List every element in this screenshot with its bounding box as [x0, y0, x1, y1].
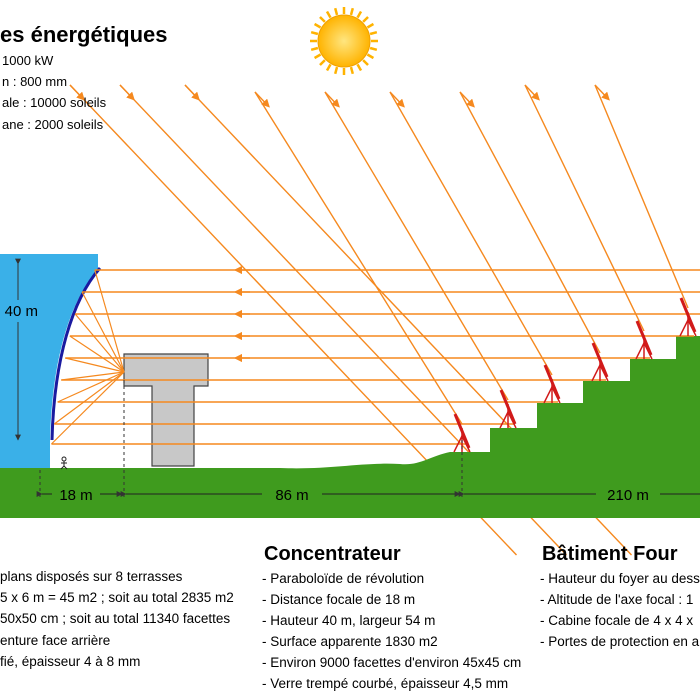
sun-spike — [313, 53, 322, 60]
concentrated-ray — [69, 335, 125, 373]
concentrated-ray — [61, 371, 125, 381]
batiment-line-2: - Altitude de l'axe focal : 1 — [540, 592, 694, 607]
heliostat-line-2: 5 x 6 m = 45 m2 ; soit au total 2835 m2 — [0, 590, 234, 605]
sun-spike — [325, 10, 332, 19]
incident-ray-arrow — [184, 84, 200, 101]
concentrateur-line-2: - Distance focale de 18 m — [262, 592, 416, 607]
energy-line-2: n : 800 mm — [2, 74, 68, 89]
parabolic-mirror — [50, 267, 102, 441]
sun-spike — [319, 59, 326, 66]
heliostat-leg — [643, 342, 653, 360]
incident-ray — [524, 84, 645, 332]
heliostat-leg — [635, 342, 645, 360]
concentrated-ray — [51, 371, 125, 445]
sun-spike — [310, 30, 319, 36]
incident-ray-arrow — [594, 84, 610, 101]
sun-spike — [333, 7, 339, 16]
concentrateur-line-6: - Verre trempé courbé, épaisseur 4,5 mm — [262, 676, 509, 691]
heliostat-leg — [499, 411, 509, 429]
incident-ray — [324, 91, 509, 401]
sun-spike — [362, 59, 369, 66]
heliostat-line-5: fié, épaisseur 4 à 8 mm — [0, 654, 141, 669]
incident-ray-arrow — [459, 91, 475, 108]
sun-spike — [349, 66, 355, 75]
concentrator-building — [0, 254, 98, 468]
sun-spike — [362, 16, 369, 23]
incident-ray — [594, 84, 689, 309]
concentrated-ray — [74, 313, 125, 373]
heliostat-icon — [543, 364, 561, 404]
heliostat-leg — [591, 364, 601, 382]
sun-spike — [369, 46, 378, 52]
incident-ray-arrow — [119, 84, 135, 101]
sun-spike — [356, 63, 363, 72]
heliostat-leg — [507, 411, 517, 429]
batiment-line-4: - Portes de protection en a — [540, 634, 700, 649]
energy-title: es énergétiques — [0, 22, 168, 47]
heliostat-leg — [687, 319, 697, 337]
concentrateur-title: Concentrateur — [264, 543, 401, 565]
energy-line-4: ane : 2000 soleils — [2, 117, 104, 132]
concentrateur-line-3: - Hauteur 40 m, largeur 54 m — [262, 613, 436, 628]
heliostat-line-1: plans disposés sur 8 terrasses — [0, 569, 183, 584]
incident-ray — [459, 91, 601, 354]
heliostat-leg — [461, 435, 471, 453]
concentrateur-line-1: - Paraboloïde de révolution — [262, 571, 425, 586]
sun-spike — [366, 22, 375, 29]
concentrated-ray — [57, 371, 125, 403]
heliostat-line-4: enture face arrière — [0, 633, 111, 648]
distance-label-18: 18 m — [59, 487, 92, 504]
heliostat-array — [453, 297, 697, 453]
reflected-rays — [51, 265, 700, 445]
energy-line-1: 1000 kW — [2, 53, 54, 68]
incident-ray — [389, 91, 553, 376]
sun-spike — [325, 63, 332, 72]
incident-ray-arrow — [524, 84, 540, 101]
concentrated-ray — [94, 269, 125, 373]
heliostat-leg — [551, 386, 561, 404]
sun-spike — [356, 10, 363, 19]
incident-ray-arrow — [254, 91, 270, 108]
heliostat-leg — [543, 386, 553, 404]
concentrateur-line-5: - Environ 9000 facettes d'environ 45x45 … — [262, 655, 522, 670]
heliostat-icon — [591, 342, 609, 382]
heliostat-leg — [453, 435, 463, 453]
focal-tower — [123, 353, 209, 467]
distance-label-86: 86 m — [275, 487, 308, 504]
distance-label-210: 210 m — [607, 487, 649, 504]
batiment-line-1: - Hauteur du foyer au dess — [540, 571, 700, 586]
sun-spike — [349, 7, 355, 16]
batiment-line-3: - Cabine focale de 4 x 4 x — [540, 613, 694, 628]
batiment-title: Bâtiment Four — [542, 543, 678, 565]
heliostat-icon — [679, 297, 697, 337]
sun-icon — [310, 7, 378, 75]
sun-spike — [366, 53, 375, 60]
concentrated-rays — [51, 269, 125, 445]
heliostat-line-3: 50x50 cm ; soit au total 11340 facettes — [0, 611, 231, 626]
sun-spike — [313, 22, 322, 29]
heliostat-icon — [499, 389, 517, 429]
sun-spike — [333, 66, 339, 75]
incident-ray-arrow — [389, 91, 405, 108]
concentrated-ray — [53, 371, 125, 425]
concentrateur-line-4: - Surface apparente 1830 m2 — [262, 634, 438, 649]
incident-sun-rays — [69, 84, 689, 556]
incident-ray-arrow — [69, 84, 85, 101]
sun-spike — [319, 16, 326, 23]
sun-spike — [310, 46, 319, 52]
incident-ray-arrow — [324, 91, 340, 108]
heliostat-leg — [679, 319, 689, 337]
person-icon — [60, 456, 68, 470]
concentrated-ray — [81, 291, 125, 373]
concentrated-ray — [65, 357, 125, 373]
heliostat-leg — [599, 364, 609, 382]
ground — [0, 336, 700, 518]
energy-line-3: ale : 10000 soleils — [2, 95, 107, 110]
heliostat-icon — [635, 320, 653, 360]
incident-ray — [254, 91, 463, 425]
height-label: 40 m — [5, 303, 38, 320]
sun-spike — [369, 30, 378, 36]
